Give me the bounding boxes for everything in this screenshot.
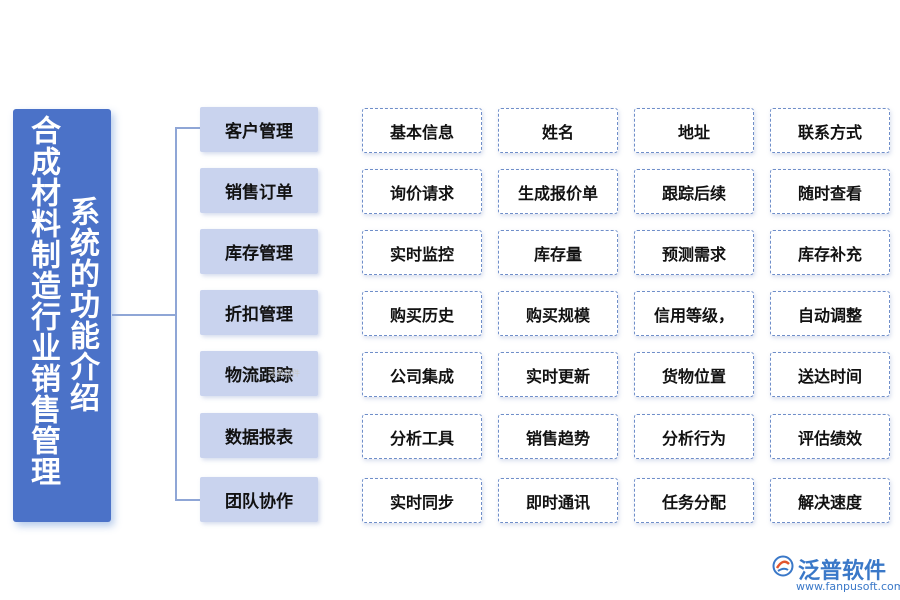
feature-item: 送达时间	[770, 352, 890, 397]
category-box: 数据报表	[200, 413, 318, 458]
feature-item: 实时同步	[362, 478, 482, 523]
vertical-connector	[175, 127, 177, 500]
category-box: 库存管理	[200, 229, 318, 274]
feature-item: 实时监控	[362, 230, 482, 275]
feature-item: 预测需求	[634, 230, 754, 275]
feature-item: 公司集成	[362, 352, 482, 397]
feature-item: 联系方式	[770, 108, 890, 153]
category-box: 团队协作	[200, 477, 318, 522]
feature-item: 跟踪后续	[634, 169, 754, 214]
feature-item: 姓名	[498, 108, 618, 153]
feature-item: 购买历史	[362, 291, 482, 336]
feature-item: 货物位置	[634, 352, 754, 397]
branch-connector	[175, 499, 200, 501]
category-box: 物流跟踪	[200, 351, 318, 396]
feature-item: 信用等级，	[634, 291, 754, 336]
feature-item: 分析工具	[362, 414, 482, 459]
feature-item: 购买规模	[498, 291, 618, 336]
feature-item: 自动调整	[770, 291, 890, 336]
feature-item: 库存补充	[770, 230, 890, 275]
feature-item: 基本信息	[362, 108, 482, 153]
brand-logo: 泛普软件 www.fanpusoft.com	[772, 555, 900, 597]
feature-item: 解决速度	[770, 478, 890, 523]
feature-item: 地址	[634, 108, 754, 153]
feature-item: 销售趋势	[498, 414, 618, 459]
feature-item: 随时查看	[770, 169, 890, 214]
feature-item: 生成报价单	[498, 169, 618, 214]
category-box: 销售订单	[200, 168, 318, 213]
feature-item: 评估绩效	[770, 414, 890, 459]
feature-item: 分析行为	[634, 414, 754, 459]
feature-item: 即时通讯	[498, 478, 618, 523]
logo-name: 泛普软件	[798, 559, 887, 584]
title-line-1: 合成材料制造行业销售管理	[25, 115, 60, 487]
logo-url: www.fanpusoft.com	[796, 580, 900, 593]
feature-item: 任务分配	[634, 478, 754, 523]
title-line-2: 系统的功能介绍	[64, 196, 99, 413]
diagram-title-box: 合成材料制造行业销售管理 系统的功能介绍	[13, 109, 111, 522]
feature-item: 询价请求	[362, 169, 482, 214]
feature-item: 库存量	[498, 230, 618, 275]
main-connector	[112, 314, 175, 316]
category-box: 客户管理	[200, 107, 318, 152]
feature-item: 实时更新	[498, 352, 618, 397]
logo-mark-icon	[772, 555, 794, 577]
watermark: 泛普软件	[268, 369, 300, 378]
category-box: 折扣管理	[200, 290, 318, 335]
branch-connector	[175, 127, 200, 129]
